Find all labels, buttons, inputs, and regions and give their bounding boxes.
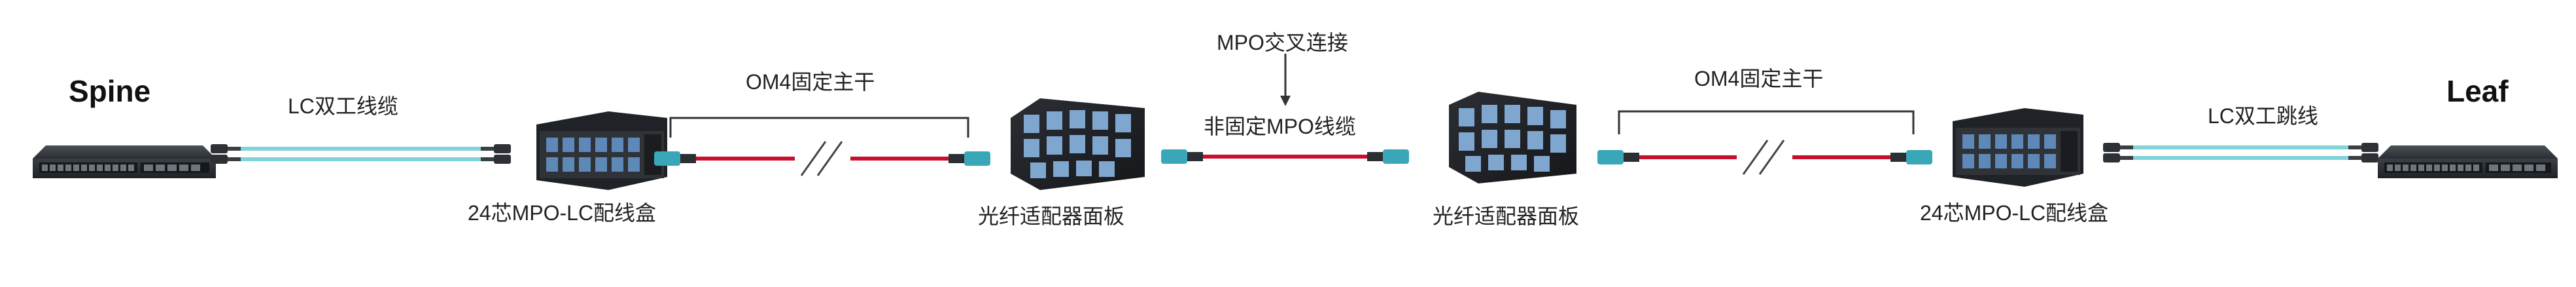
om4-trunk-left-label: OM4固定主干	[746, 70, 875, 94]
mpo-connector-icon	[1597, 150, 1624, 164]
mpo-connector-icon	[1906, 150, 1932, 164]
lc-connector-icon	[2103, 143, 2120, 152]
lc-duplex-cable-label: LC双工线缆	[288, 94, 398, 118]
lc-duplex-cable-left	[211, 144, 511, 164]
non-fixed-mpo-cable-label: 非固定MPO线缆	[1204, 115, 1356, 138]
lc-duplex-patch-label: LC双工跳线	[2208, 104, 2318, 128]
om4-trunk-right-label: OM4固定主干	[1694, 67, 1824, 90]
adapter-panel-left-label: 光纤适配器面板	[978, 204, 1125, 228]
arrow-down-icon	[1280, 54, 1291, 106]
lc-connector-icon	[211, 144, 228, 153]
cassette-left-label: 24芯MPO-LC配线盒	[468, 201, 657, 225]
mpo-connector-icon	[1161, 149, 1187, 164]
leaf-switch-icon	[2378, 145, 2558, 178]
mpo-connector-icon	[964, 151, 990, 166]
spine-switch-icon	[33, 145, 216, 178]
cassette-icon	[536, 111, 667, 190]
non-fixed-mpo-cable	[1161, 149, 1409, 164]
adapter-panel-icon	[1011, 98, 1145, 190]
mpo-cross-connect-label: MPO交叉连接	[1217, 31, 1348, 54]
mpo-connector-icon	[1383, 149, 1409, 164]
adapter-panel-right-label: 光纤适配器面板	[1433, 204, 1580, 228]
om4-trunk-left	[654, 117, 990, 176]
om4-trunk-right	[1597, 110, 1932, 175]
lc-connector-icon	[2361, 143, 2378, 152]
mpo-connector-icon	[654, 151, 680, 166]
break-slash-icon	[800, 141, 843, 176]
leaf-label: Leaf	[2446, 74, 2509, 108]
adapter-panel-icon	[1449, 92, 1576, 183]
break-slash-icon	[1742, 140, 1785, 175]
lc-connector-icon	[2361, 153, 2378, 163]
lc-connector-icon	[211, 155, 228, 164]
spine-label: Spine	[69, 74, 151, 108]
lc-duplex-patch-right	[2103, 143, 2378, 163]
cassette-icon	[1953, 108, 2083, 187]
cassette-right-label: 24芯MPO-LC配线盒	[1920, 201, 2109, 225]
lc-connector-icon	[494, 155, 511, 164]
lc-connector-icon	[2103, 153, 2120, 163]
lc-connector-icon	[494, 144, 511, 153]
